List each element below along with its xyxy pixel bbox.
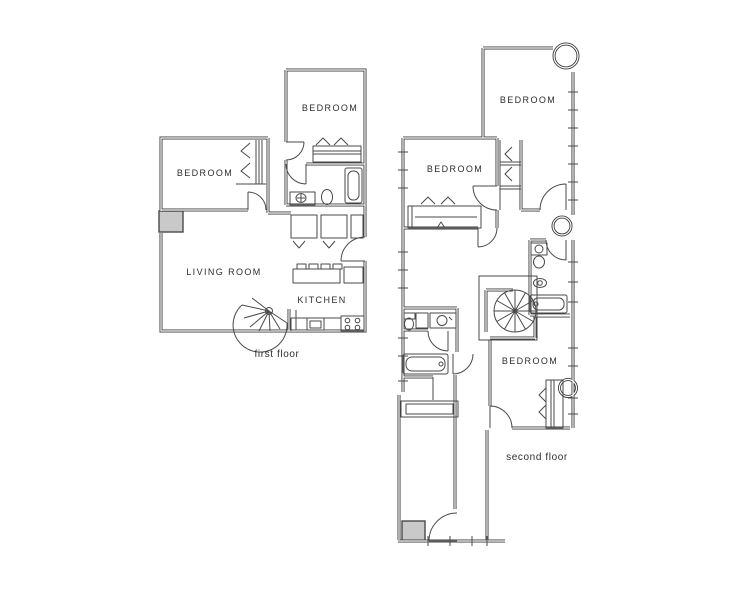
spiral-staircase-icon — [232, 297, 297, 353]
room-label-kitchen: KITCHEN — [297, 295, 346, 305]
chase-icon — [158, 210, 184, 233]
refrigerator-icon — [343, 266, 364, 284]
washer-icon — [400, 400, 459, 418]
spiral-staircase-icon — [478, 275, 538, 341]
closet-icon — [290, 214, 364, 249]
room-label-bedroom-top: BEDROOM — [500, 95, 556, 105]
door-swing-icon — [427, 183, 567, 542]
bathtub-icon — [344, 167, 363, 204]
first-floor-caption: first floor — [255, 349, 300, 360]
closet-icon — [499, 140, 521, 210]
room-label-bedroom-bottom: BEDROOM — [502, 356, 558, 366]
sink-icon — [321, 189, 333, 205]
sink-icon — [533, 278, 547, 288]
toilet-icon — [289, 191, 316, 206]
second-floor-plan: BEDROOM BEDROOM BEDROOM second floor — [396, 42, 580, 546]
window-wall-icon — [398, 91, 578, 546]
bathtub-icon — [529, 294, 568, 314]
stove-icon — [340, 315, 365, 332]
room-label-living-room: LIVING ROOM — [186, 267, 261, 277]
door-swing-icon — [247, 141, 366, 262]
bathtub-icon — [402, 353, 449, 375]
room-label-bedroom-top: BEDROOM — [302, 103, 358, 113]
sink-icon — [415, 312, 457, 329]
toilet-icon — [530, 242, 548, 269]
closet-icon — [407, 196, 482, 229]
closet-icon — [538, 379, 564, 429]
toilet-icon — [403, 312, 416, 331]
breakfast-bar-stools-icon — [292, 263, 343, 284]
kitchen-counter — [290, 317, 341, 331]
chase-icon — [401, 520, 426, 542]
room-label-bedroom-left: BEDROOM — [427, 164, 483, 174]
second-floor-walls — [396, 42, 580, 543]
first-floor-plan: BEDROOM BEDROOM LIVING ROOM KITCHEN firs… — [158, 68, 367, 360]
second-floor-caption: second floor — [506, 452, 568, 463]
room-label-bedroom-left: BEDROOM — [177, 168, 233, 178]
closet-icon — [236, 140, 266, 185]
closet-icon — [312, 137, 362, 163]
